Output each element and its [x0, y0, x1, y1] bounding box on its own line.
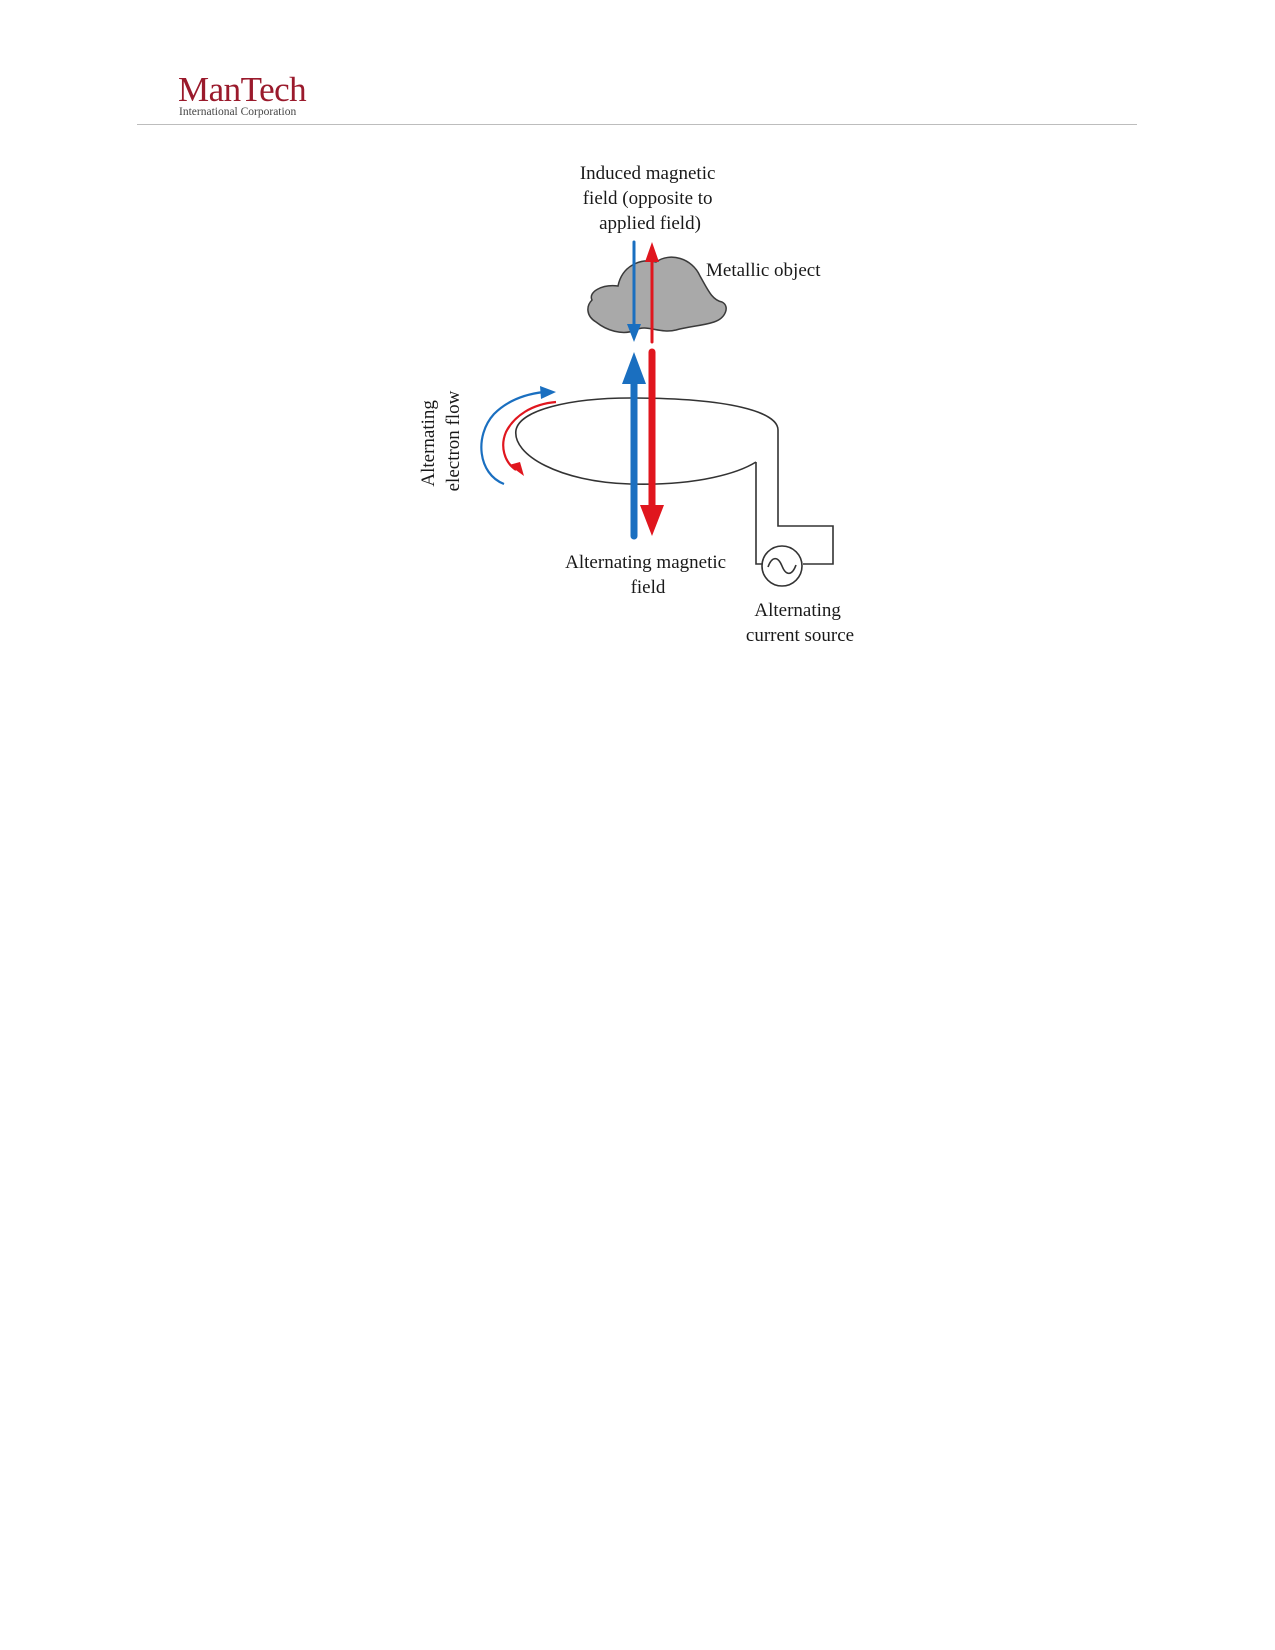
current-source-label-line-2: current source: [746, 625, 854, 646]
electron-flow-label: Alternating electron flow: [418, 390, 464, 491]
coil-loop: [515, 397, 779, 485]
electron-flow-label-line-1: Alternating: [418, 400, 439, 487]
induced-blue-arrowhead: [627, 324, 641, 342]
electron-flow-red-arrow: [502, 400, 557, 471]
current-source-label: Alternating current source: [746, 600, 854, 646]
mantech-logo: ManTech International Corporation: [178, 72, 338, 120]
magnetic-field-label: Alternating magnetic field: [565, 552, 731, 598]
electron-flow-red-arrowhead: [509, 462, 524, 476]
ac-source-wave: [767, 557, 797, 575]
magnetic-field-label-line-2: field: [631, 577, 666, 598]
induced-field-label: Induced magnetic field (opposite to appl…: [580, 163, 720, 234]
metallic-object-label: Metallic object: [706, 260, 821, 281]
field-blue-arrowhead: [622, 352, 646, 384]
magnetic-field-label-line-1: Alternating magnetic: [565, 552, 726, 573]
coil-lead-inner: [755, 462, 762, 565]
logo-tagline: International Corporation: [179, 106, 297, 118]
header-divider: [137, 124, 1137, 125]
electron-flow-blue-arrowhead: [540, 386, 556, 399]
electron-flow-label-line-2: electron flow: [443, 390, 464, 491]
induced-field-label-line-1: Induced magnetic: [580, 163, 716, 184]
coil-lead-outer: [777, 430, 834, 565]
logo-wordmark: ManTech: [178, 70, 307, 109]
induced-field-label-line-2: field (opposite to: [583, 188, 713, 209]
current-source-label-line-1: Alternating: [754, 600, 841, 621]
electron-flow-blue-arrow: [480, 390, 545, 486]
eddy-current-diagram: Induced magnetic field (opposite to appl…: [0, 0, 1275, 700]
field-red-arrowhead: [640, 505, 664, 536]
induced-red-arrowhead: [645, 242, 659, 262]
induced-field-label-line-3: applied field): [599, 213, 701, 234]
page-header: ManTech International Corporation: [0, 0, 1275, 125]
diagram-canvas: Induced magnetic field (opposite to appl…: [418, 163, 854, 646]
